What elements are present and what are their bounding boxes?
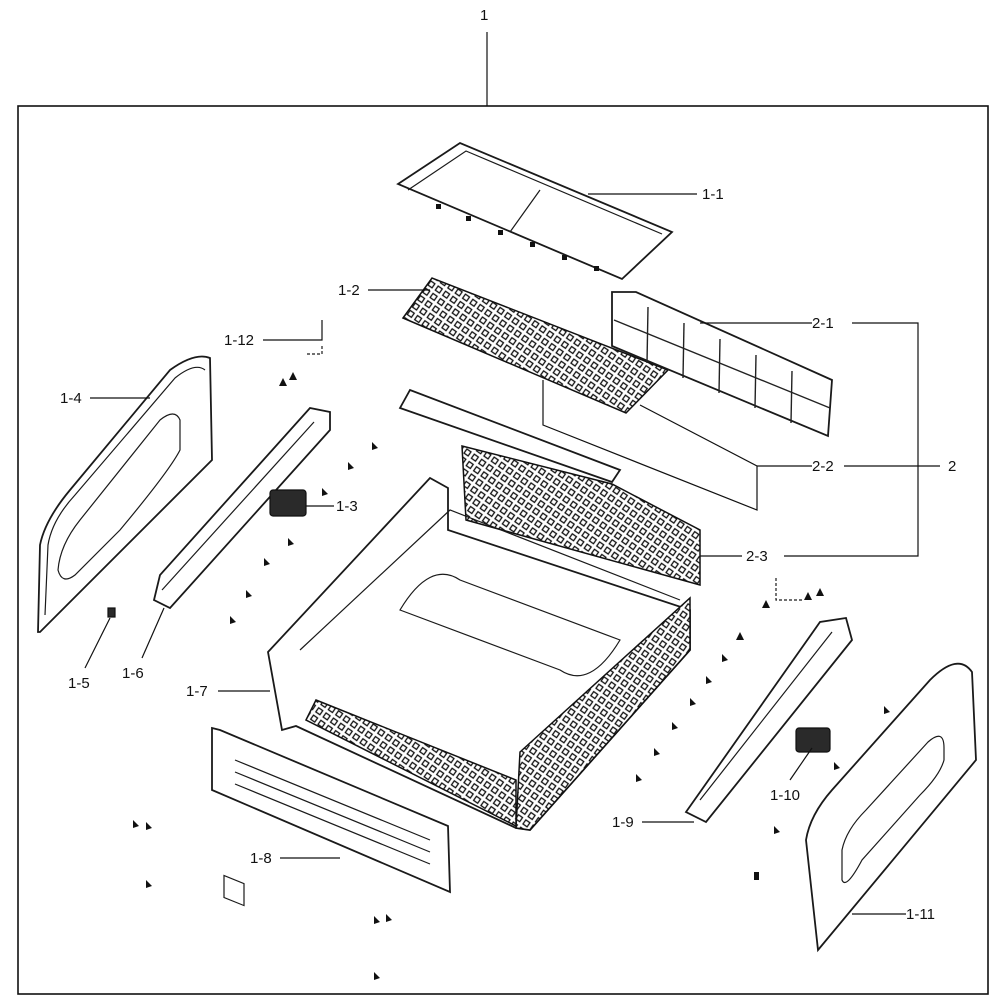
leader-2-2-box xyxy=(542,380,758,511)
label-1-9: 1-9 xyxy=(612,814,634,831)
part-left-motor xyxy=(269,489,307,517)
label-1-4: 1-4 xyxy=(60,390,82,407)
label-1-1: 1-1 xyxy=(702,186,724,203)
leader-1-5 xyxy=(84,617,111,669)
leader-1-6 xyxy=(141,607,165,659)
label-1: 1 xyxy=(480,7,488,24)
leader-1-12 xyxy=(263,320,323,341)
screw-set xyxy=(133,372,890,980)
bracket-2 xyxy=(784,322,919,557)
part-right-rail xyxy=(684,616,853,824)
part-clip xyxy=(107,607,116,618)
label-1-7: 1-7 xyxy=(186,683,208,700)
label-1-12: 1-12 xyxy=(224,332,254,349)
part-rear-panel xyxy=(398,388,701,586)
label-2-1: 2-1 xyxy=(812,315,834,332)
label-2-2: 2-2 xyxy=(812,458,834,475)
assembly-frame xyxy=(17,105,989,995)
leader-1-12b xyxy=(306,346,323,355)
label-1-5: 1-5 xyxy=(68,675,90,692)
part-top-cover xyxy=(396,141,674,281)
part-left-side-panel xyxy=(37,355,213,633)
part-front-panel xyxy=(211,726,451,907)
part-left-rail xyxy=(152,407,331,610)
label-2: 2 xyxy=(948,458,956,475)
part-right-motor xyxy=(795,727,831,753)
label-1-8: 1-8 xyxy=(250,850,272,867)
label-2-3: 2-3 xyxy=(746,548,768,565)
label-1-10: 1-10 xyxy=(770,787,800,804)
label-1-3: 1-3 xyxy=(336,498,358,515)
leader-screws-right xyxy=(775,578,802,601)
part-right-side-panel xyxy=(805,662,977,953)
part-filter-frame xyxy=(611,291,833,438)
label-1-11: 1-11 xyxy=(906,906,935,923)
label-1-2: 1-2 xyxy=(338,282,360,299)
leader-1-10 xyxy=(789,747,813,781)
part-base-tray xyxy=(267,476,691,831)
label-1-6: 1-6 xyxy=(122,665,144,682)
